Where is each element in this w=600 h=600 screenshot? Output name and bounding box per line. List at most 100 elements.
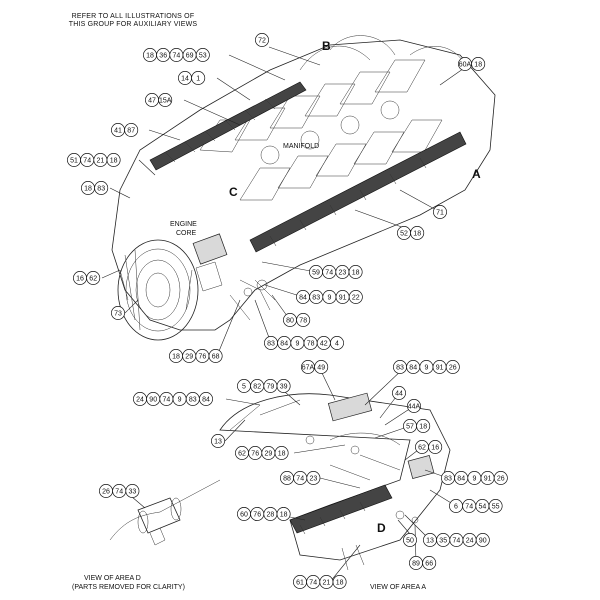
callout-number: 9	[472, 475, 476, 482]
callout-number: 53	[199, 52, 207, 59]
callout-number: 22	[352, 294, 360, 301]
area-letter-a: A	[472, 167, 481, 181]
callout-number: 14	[181, 75, 189, 82]
cylinder-heads	[199, 59, 443, 201]
callout-number: 84	[409, 364, 417, 371]
callout-balloon	[124, 123, 139, 137]
callout-number: 26	[102, 488, 110, 495]
callout-number: 83	[312, 294, 320, 301]
callout-number: 18	[413, 230, 421, 237]
callout-number: 18	[419, 423, 427, 430]
callout-group-g34: 50	[403, 533, 417, 547]
callout-number: 62	[238, 450, 246, 457]
callout-number: 87	[127, 127, 135, 134]
callout-number: 74	[163, 396, 171, 403]
callout-number: 44	[395, 390, 403, 397]
callout-number: 9	[295, 340, 299, 347]
callout-balloon	[410, 226, 425, 240]
callout-number: 54	[479, 503, 487, 510]
area-a-rail	[289, 484, 393, 534]
callout-number: 51	[70, 157, 78, 164]
area-letter-c: C	[229, 185, 238, 199]
callout-number: 62	[418, 444, 426, 451]
callout-balloon	[314, 360, 329, 374]
callout-number: 35	[439, 537, 447, 544]
detail-area-d	[109, 479, 221, 546]
callout-number: 74	[453, 537, 461, 544]
callout-balloon	[332, 575, 347, 589]
callout-number: 18	[278, 450, 286, 457]
callout-number: 90	[479, 537, 487, 544]
callout-number: 76	[199, 353, 207, 360]
left-wire-harness-rail	[149, 81, 307, 171]
callout-number: 18	[280, 511, 288, 518]
callout-number: 39	[280, 383, 288, 390]
callout-number: 91	[436, 364, 444, 371]
callout-number: 62	[89, 275, 97, 282]
header-note-line2: THIS GROUP FOR AUXILIARY VIEWS	[68, 21, 198, 28]
callout-number: 84	[202, 396, 210, 403]
callout-number: 16	[76, 275, 84, 282]
callout-number: 24	[136, 396, 144, 403]
engine-illustration	[111, 35, 496, 341]
callout-number: 13	[426, 537, 434, 544]
area-letter-d: D	[377, 521, 386, 535]
callout-group-g25: 57 18	[403, 419, 431, 433]
callout-number: 23	[339, 269, 347, 276]
callout-balloon	[106, 153, 121, 167]
flywheel-housing	[117, 239, 199, 341]
callout-number: 74	[83, 157, 91, 164]
callout-number: 73	[114, 310, 122, 317]
header-note: REFER TO ALL ILLUSTRATIONS OF THIS GROUP…	[68, 13, 198, 29]
callout-number: 28	[267, 511, 275, 518]
callout-group-g15: 73	[111, 306, 125, 320]
callout-number: 69	[186, 52, 194, 59]
callout-number: 84	[457, 475, 465, 482]
callout-number: 82	[253, 383, 261, 390]
caption-view-area-d-line1: VIEW OF AREA D	[84, 575, 141, 582]
callout-balloon	[428, 440, 443, 454]
callout-balloon	[348, 265, 363, 279]
callout-balloon	[348, 290, 363, 304]
callout-number: 26	[497, 475, 505, 482]
callout-number: 44A	[408, 403, 421, 410]
callout-number: 26	[449, 364, 457, 371]
callout-number: 18	[110, 157, 118, 164]
callout-number: 21	[97, 157, 105, 164]
callout-balloon	[208, 349, 223, 363]
ecm-box	[192, 233, 228, 265]
callout-number: 18	[172, 353, 180, 360]
callout-number: 74	[465, 503, 473, 510]
callout-number: 57	[406, 423, 414, 430]
callout-number: 71	[436, 209, 444, 216]
callout-number: 9	[178, 396, 182, 403]
callout-number: 60	[240, 511, 248, 518]
callout-number: 61	[296, 579, 304, 586]
callout-balloon	[125, 484, 140, 498]
callout-number: 49	[317, 364, 325, 371]
callout-number: 29	[265, 450, 273, 457]
callout-group-g22: 44	[392, 386, 406, 400]
callout-balloon	[199, 392, 213, 406]
callout-balloon	[94, 181, 109, 195]
callout-number: 55	[492, 503, 500, 510]
callout-number: 83	[396, 364, 404, 371]
callout-balloon	[158, 93, 173, 107]
callout-balloon	[276, 507, 291, 521]
callout-number: 74	[115, 488, 123, 495]
callout-balloon	[296, 313, 311, 327]
callout-number: 89	[412, 560, 420, 567]
callout-balloon	[330, 336, 344, 350]
